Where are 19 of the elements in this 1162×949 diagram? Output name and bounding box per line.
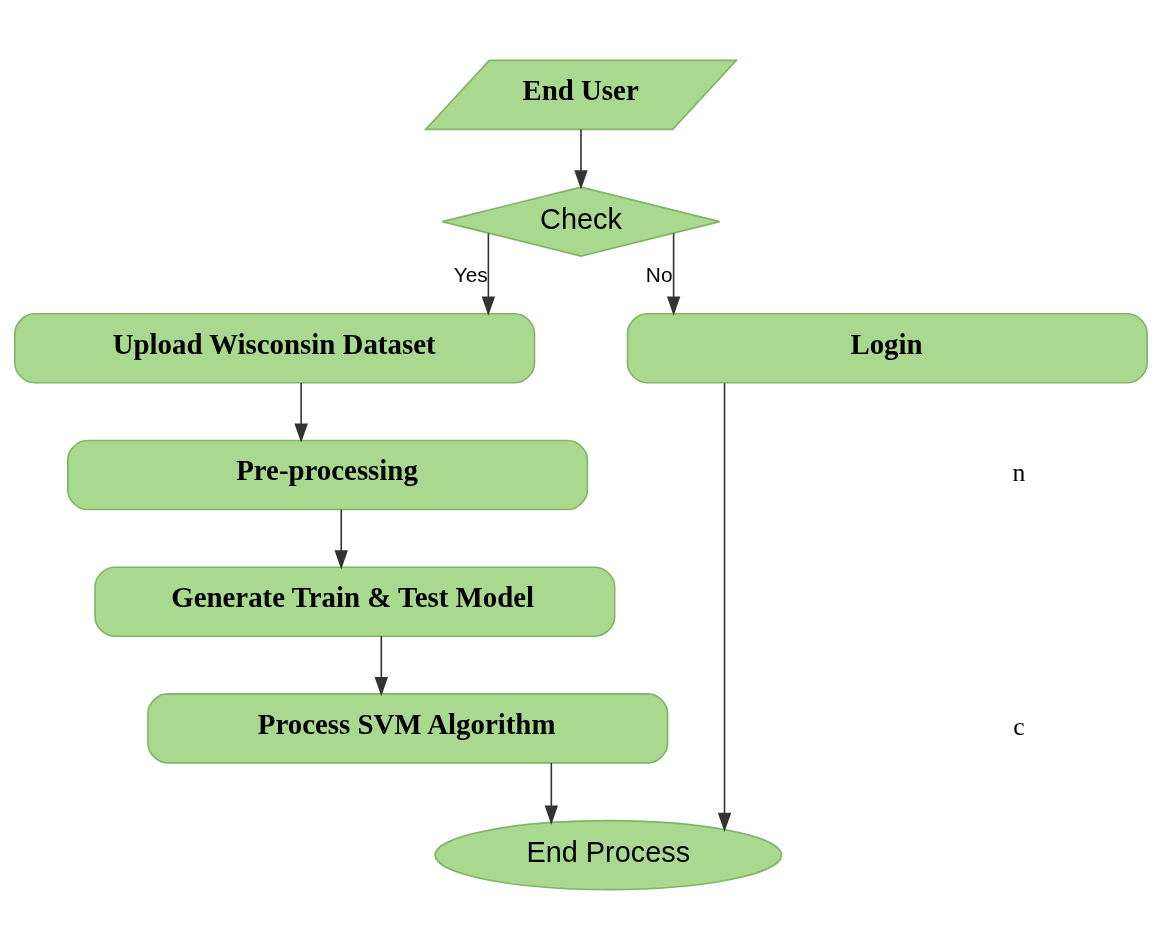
label: c xyxy=(1013,711,1025,740)
node-box: Pre-processing xyxy=(67,439,589,510)
arrow xyxy=(717,381,732,832)
arrow xyxy=(481,232,496,316)
node-box: Generate Train & Test Model xyxy=(94,565,616,637)
arrow xyxy=(574,128,588,189)
node-diamond: Check xyxy=(441,185,721,257)
edge-label: No xyxy=(645,262,673,286)
edge-label: Yes xyxy=(453,262,488,286)
node-box: Login xyxy=(626,312,1148,384)
arrow xyxy=(666,232,681,316)
node-box: Process SVM Algorithm xyxy=(147,692,669,764)
node-box: Upload Wisconsin Dataset xyxy=(14,312,536,384)
arrow xyxy=(334,508,348,570)
arrow xyxy=(294,381,308,443)
label: n xyxy=(1012,457,1026,487)
arrow xyxy=(544,761,559,825)
node-ellipse: End Process xyxy=(434,819,783,890)
arrow xyxy=(374,635,389,696)
